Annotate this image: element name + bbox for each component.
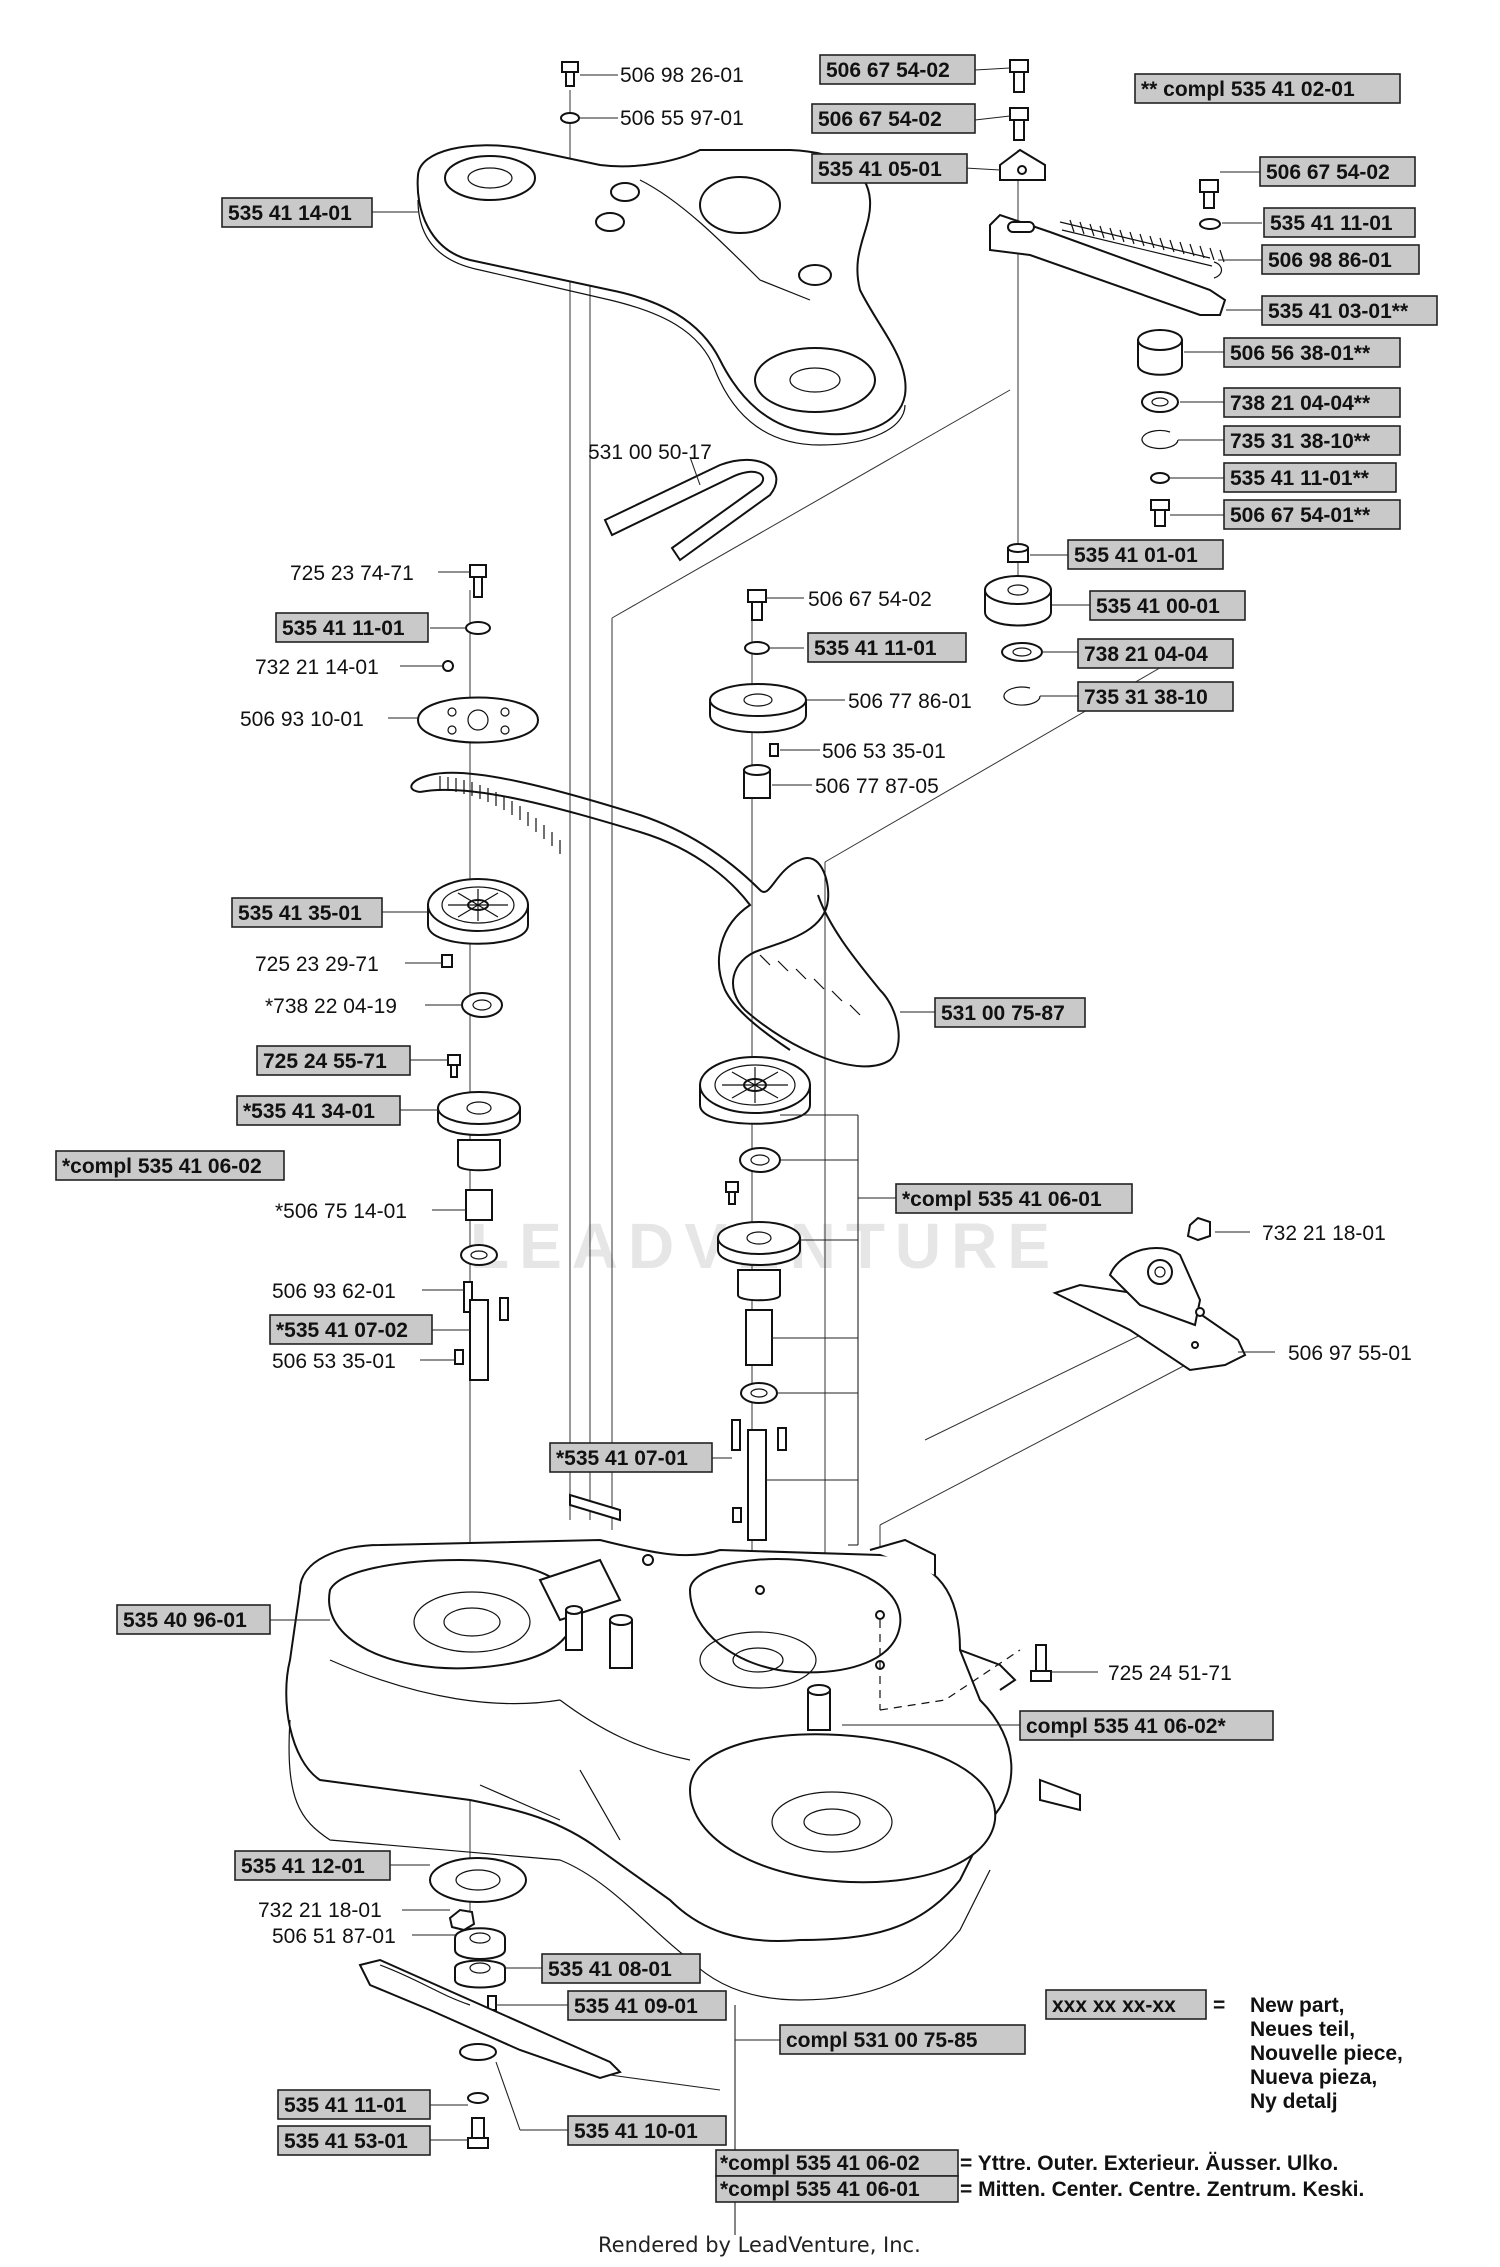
label-535-41-11-01-e: 535 41 11-01 xyxy=(284,2094,407,2117)
legend-new-part-line-2: Neues teil, xyxy=(1250,2018,1355,2041)
label-738-22-04-19: *738 22 04-19 xyxy=(265,995,397,1018)
label-506-98-86-01: 506 98 86-01 xyxy=(1268,249,1392,272)
label-535-41-00-01: 535 41 00-01 xyxy=(1096,595,1220,618)
label-531-00-50-17: 531 00 50-17 xyxy=(588,441,712,464)
part-labels: 506 98 26-01 506 55 97-01 535 41 14-01 5… xyxy=(55,54,1438,2156)
label-725-23-74-71: 725 23 74-71 xyxy=(290,562,414,585)
label-506-56-38-01: 506 56 38-01** xyxy=(1230,342,1371,365)
label-506-67-54-01: 506 67 54-01** xyxy=(1230,504,1371,527)
label-725-24-55-71: 725 24 55-71 xyxy=(263,1050,387,1073)
label-compl-535-41-06-01: *compl 535 41 06-01 xyxy=(902,1188,1102,1211)
legend-new-part-line-3: Nouvelle piece, xyxy=(1250,2042,1403,2065)
label-535-41-07-01: *535 41 07-01 xyxy=(556,1447,688,1470)
label-compl-535-41-06-02-b: compl 535 41 06-02* xyxy=(1026,1715,1226,1738)
label-535-41-03-01: 535 41 03-01** xyxy=(1268,300,1409,323)
label-506-97-55-01: 506 97 55-01 xyxy=(1288,1342,1412,1365)
label-725-23-29-71: 725 23 29-71 xyxy=(255,953,379,976)
label-506-67-54-02-b: 506 67 54-02 xyxy=(818,108,942,131)
label-735-31-38-10-a: 735 31 38-10** xyxy=(1230,430,1371,453)
label-535-41-09-01: 535 41 09-01 xyxy=(574,1995,698,2018)
hanger-bracket-part xyxy=(1052,1216,1247,1372)
left-spindle-body xyxy=(437,992,521,1381)
label-506-93-62-01: 506 93 62-01 xyxy=(272,1280,396,1303)
label-506-98-26-01: 506 98 26-01 xyxy=(620,64,744,87)
label-535-41-14-01: 535 41 14-01 xyxy=(228,202,352,225)
label-535-41-11-01-c: 535 41 11-01 xyxy=(282,617,405,640)
label-535-41-05-01: 535 41 05-01 xyxy=(818,158,942,181)
label-732-21-18-01-b: 732 21 18-01 xyxy=(258,1899,382,1922)
legend-center-text: = Mitten. Center. Centre. Zentrum. Keski… xyxy=(960,2178,1364,2201)
label-535-41-01-01: 535 41 01-01 xyxy=(1074,544,1198,567)
footer-credit: Rendered by LeadVenture, Inc. xyxy=(598,2233,921,2257)
label-506-75-14-01: *506 75 14-01 xyxy=(275,1200,407,1223)
label-535-41-08-01: 535 41 08-01 xyxy=(548,1958,672,1981)
label-735-31-38-10-b: 735 31 38-10 xyxy=(1084,686,1208,709)
label-732-21-14-01: 732 21 14-01 xyxy=(255,656,379,679)
belt-strip-part xyxy=(603,458,778,562)
label-535-41-11-01-b: 535 41 11-01** xyxy=(1230,467,1370,490)
legend-new-part-line-1: New part, xyxy=(1250,1994,1345,2017)
center-spindle-bracket xyxy=(766,1114,896,1546)
top-bolts xyxy=(560,59,1046,181)
label-506-93-10-01: 506 93 10-01 xyxy=(240,708,364,731)
left-gear-pulley xyxy=(427,878,529,968)
legend-center-code: *compl 535 41 06-01 xyxy=(720,2178,920,2201)
label-506-55-97-01: 506 55 97-01 xyxy=(620,107,744,130)
label-535-41-35-01: 535 41 35-01 xyxy=(238,902,362,925)
label-506-77-87-05: 506 77 87-05 xyxy=(815,775,939,798)
label-535-40-96-01: 535 40 96-01 xyxy=(123,1609,247,1632)
label-506-67-54-02-a: 506 67 54-02 xyxy=(826,59,950,82)
center-gear-pulley xyxy=(699,1056,811,1541)
label-725-24-51-71: 725 24 51-71 xyxy=(1108,1662,1232,1685)
label-506-53-35-01-b: 506 53 35-01 xyxy=(272,1350,396,1373)
label-535-41-07-02: *535 41 07-02 xyxy=(276,1319,408,1342)
blade-hardware xyxy=(358,1857,622,2149)
main-belt-part xyxy=(410,771,900,1068)
legend-new-part-line-4: Nueva pieza, xyxy=(1250,2066,1377,2089)
legend: xxx xx xx-xx = New part, Neues teil, Nou… xyxy=(715,1989,1403,2203)
deck-bolt-part xyxy=(1030,1644,1052,1682)
legend-equals: = xyxy=(1213,1994,1225,2017)
legend-outer-text: = Yttre. Outer. Exterieur. Äusser. Ulko. xyxy=(960,2152,1338,2175)
label-506-53-35-01-a: 506 53 35-01 xyxy=(822,740,946,763)
label-535-41-11-01-d: 535 41 11-01 xyxy=(814,637,937,660)
idler-stack-right xyxy=(1137,329,1183,527)
label-506-67-54-02-c: 506 67 54-02 xyxy=(1266,161,1390,184)
label-738-21-04-04-a: 738 21 04-04** xyxy=(1230,392,1371,415)
label-535-41-34-01: *535 41 34-01 xyxy=(243,1100,375,1123)
label-compl-531-00-75-85: compl 531 00 75-85 xyxy=(786,2029,978,2052)
mower-deck-part xyxy=(285,1493,1081,2001)
label-506-51-87-01: 506 51 87-01 xyxy=(272,1925,396,1948)
legend-new-part-code: xxx xx xx-xx xyxy=(1052,1994,1176,2017)
label-531-00-75-87: 531 00 75-87 xyxy=(941,1002,1065,1025)
label-compl-535-41-02-01: ** compl 535 41 02-01 xyxy=(1141,78,1355,101)
tensioner-assembly xyxy=(989,179,1227,316)
idler-pulley-center xyxy=(984,543,1052,706)
label-535-41-12-01: 535 41 12-01 xyxy=(241,1855,365,1878)
label-535-41-10-01: 535 41 10-01 xyxy=(574,2120,698,2143)
label-738-21-04-04-b: 738 21 04-04 xyxy=(1084,643,1208,666)
legend-outer-code: *compl 535 41 06-02 xyxy=(720,2152,920,2175)
left-spindle-top xyxy=(416,564,540,744)
legend-new-part-line-5: Ny detalj xyxy=(1250,2090,1338,2113)
label-compl-535-41-06-02-a: *compl 535 41 06-02 xyxy=(62,1155,262,1178)
label-535-41-11-01-a: 535 41 11-01 xyxy=(1270,212,1393,235)
center-pulley xyxy=(709,589,807,799)
label-506-67-54-02-d: 506 67 54-02 xyxy=(808,588,932,611)
label-732-21-18-01-a: 732 21 18-01 xyxy=(1262,1222,1386,1245)
label-506-77-86-01: 506 77 86-01 xyxy=(848,690,972,713)
label-535-41-53-01: 535 41 53-01 xyxy=(284,2130,408,2153)
belt-cover-part xyxy=(416,144,907,446)
